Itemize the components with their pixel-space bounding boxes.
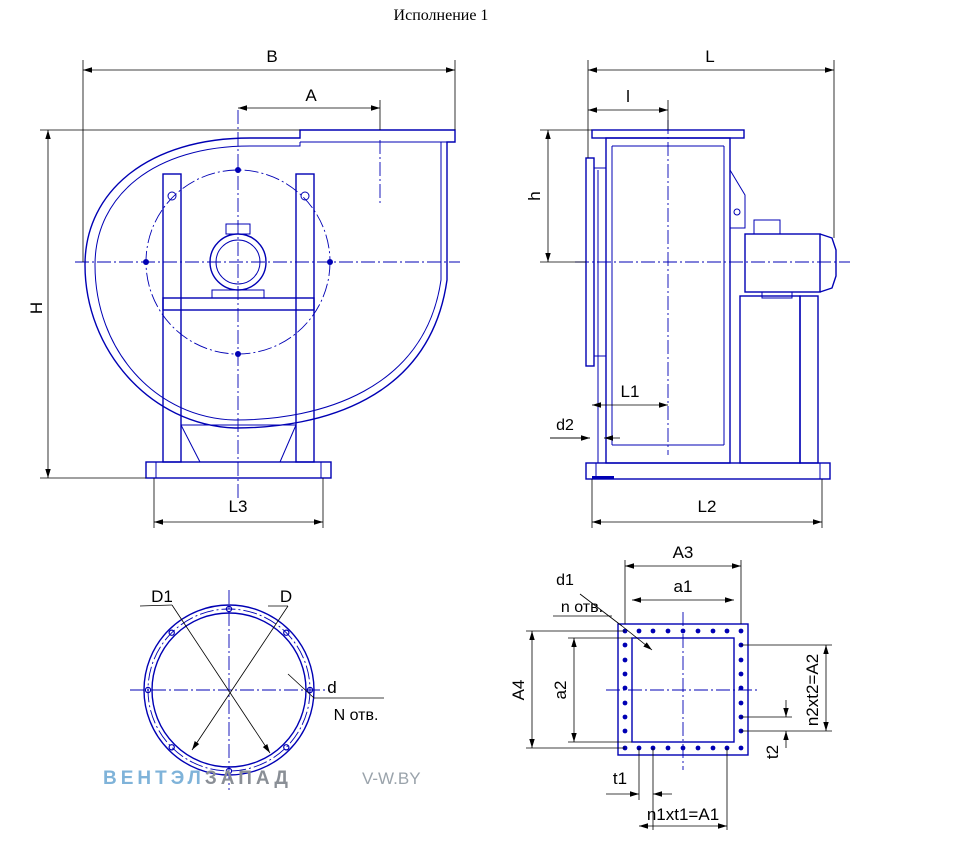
square-flange-hole (622, 657, 628, 663)
motor-side (744, 233, 821, 293)
dim-A3: A3 (673, 543, 694, 562)
round-flange-hole (168, 629, 175, 636)
square-flange-hole (710, 628, 716, 634)
square-flange-hole (622, 700, 628, 706)
drawing-title: Исполнение 1 (394, 7, 489, 24)
square-flange-hole (738, 628, 744, 634)
square-flange-hole (650, 628, 656, 634)
svg-text:ВЕНТЭЛЗАПАД: ВЕНТЭЛЗАПАД (103, 768, 292, 789)
square-flange-hole (695, 745, 701, 751)
left-post (162, 173, 182, 463)
square-flange-hole (724, 628, 730, 634)
dim-d2: d2 (556, 417, 574, 434)
dim-N-holes: N отв. (334, 707, 379, 724)
dim-d1: d1 (556, 572, 574, 589)
dim-h: h (525, 191, 544, 200)
square-flange-hole (636, 628, 642, 634)
dim-B: B (266, 47, 277, 66)
dim-t2: t2 (763, 745, 782, 759)
dim-n-holes: n отв. (561, 599, 603, 616)
square-flange-hole (738, 671, 744, 677)
round-flange-hole (283, 744, 290, 751)
round-flange-hole (225, 605, 233, 613)
square-flange-hole (738, 700, 744, 706)
square-flange-hole (622, 728, 628, 734)
square-flange-hole (665, 628, 671, 634)
square-flange-view (606, 612, 760, 770)
square-flange-hole (695, 628, 701, 634)
square-flange-dimensions: A3 a1 d1 n отв. A4 a2 n2xt2=A2 t2 t1 n1x… (509, 543, 832, 830)
square-flange-hole (622, 685, 628, 691)
square-flange-hole (680, 628, 686, 634)
dim-n1t1: n1xt1=A1 (647, 805, 719, 824)
dim-L1: L1 (621, 382, 640, 401)
dim-a1: a1 (674, 577, 693, 596)
right-post (295, 173, 315, 463)
dim-D: D (280, 587, 292, 606)
square-flange-holes (622, 628, 744, 751)
dim-l: l (626, 87, 630, 106)
brand-part1: ВЕНТЭЛ (103, 768, 205, 789)
round-flange-hole (225, 767, 233, 775)
dim-L: L (705, 47, 714, 66)
dim-A4: A4 (509, 680, 528, 701)
round-flange-hole (283, 629, 290, 636)
side-view-dimensions: L l h L1 d2 L2 (525, 47, 835, 528)
square-flange-hole (738, 657, 744, 663)
square-flange-hole (738, 685, 744, 691)
round-flange-hole (306, 686, 314, 694)
round-flange-hole (168, 744, 175, 751)
square-flange-hole (738, 745, 744, 751)
volute-housing (84, 129, 456, 429)
dim-H: H (27, 302, 46, 314)
dim-n2t2: n2xt2=A2 (803, 654, 822, 726)
square-flange-hole (665, 745, 671, 751)
dim-A: A (305, 86, 317, 105)
side-view (575, 120, 850, 480)
brand-watermark: ВЕНТЭЛЗАПАД V-W.BY (103, 768, 421, 789)
round-flange-view: D1 D d N отв. (130, 587, 384, 790)
square-flange-hole (680, 745, 686, 751)
brand-url: V-W.BY (362, 769, 421, 788)
round-flange-hole (144, 686, 152, 694)
square-flange-hole (622, 642, 628, 648)
motor-stand (739, 295, 801, 464)
square-flange-hole (622, 714, 628, 720)
dim-a2: a2 (551, 681, 570, 700)
front-view (75, 110, 460, 500)
volute-inner (94, 142, 442, 421)
motor-plate (162, 297, 315, 311)
front-view-dimensions: B A H L3 (27, 47, 456, 528)
dim-L3: L3 (229, 497, 248, 516)
dim-D1: D1 (151, 587, 173, 606)
square-flange-hole (710, 745, 716, 751)
dim-L2: L2 (698, 497, 717, 516)
square-flange-hole (622, 671, 628, 677)
round-flange-holes (144, 605, 314, 775)
dim-d: d (327, 678, 336, 697)
side-base (585, 462, 831, 480)
brand-part2: ЗАПАД (205, 768, 292, 789)
dim-t1: t1 (613, 769, 627, 788)
base-frame (145, 461, 332, 479)
